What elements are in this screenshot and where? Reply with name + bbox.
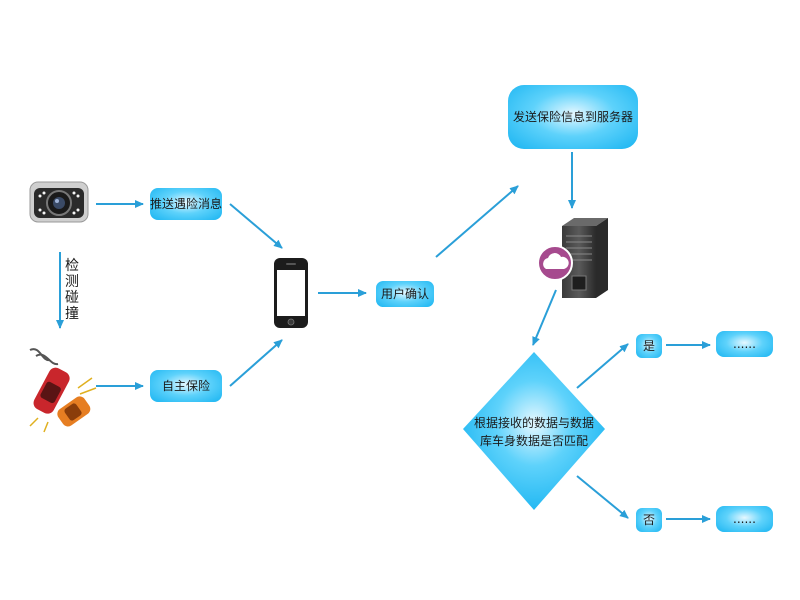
self-insure-node: 自主保险: [150, 370, 222, 402]
arrow-decision-to-yes: [576, 343, 629, 389]
dashcam-icon: [29, 181, 89, 223]
user-confirm-node: 用户确认: [376, 281, 434, 307]
arrow-confirm-to-send: [435, 185, 519, 258]
arrow-push-to-phone: [229, 203, 283, 249]
smartphone-icon: [274, 258, 308, 328]
cloud-icon: [537, 245, 573, 281]
decision-text-line1: 根据接收的数据与数据: [474, 415, 594, 430]
result-yes-label: ......: [733, 337, 756, 351]
yes-label: 是: [642, 339, 655, 353]
push-alert-label: 推送遇险消息: [150, 197, 223, 211]
arrow-self-to-phone: [229, 339, 283, 387]
result-no-node: ......: [716, 506, 773, 532]
detect-collision-label: 检测碰撞: [65, 258, 79, 322]
send-info-node: 发送保险信息到服务器: [508, 85, 638, 149]
self-insure-label: 自主保险: [161, 379, 210, 393]
push-alert-node: 推送遇险消息: [150, 188, 222, 220]
result-yes-node: ......: [716, 331, 773, 357]
arrow-decision-to-no: [576, 475, 629, 519]
no-label: 否: [642, 513, 655, 527]
user-confirm-label: 用户确认: [380, 287, 429, 301]
decision-text-line2: 库车身数据是否匹配: [480, 433, 588, 448]
arrows: [56, 152, 711, 523]
result-no-label: ......: [733, 512, 756, 526]
yes-node: 是: [636, 334, 662, 358]
decision-node: 根据接收的数据与数据 库车身数据是否匹配: [463, 352, 605, 510]
car-crash-icon: [29, 348, 97, 433]
no-node: 否: [636, 508, 662, 532]
send-info-label: 发送保险信息到服务器: [512, 110, 633, 124]
arrow-server-to-decision: [532, 289, 557, 346]
